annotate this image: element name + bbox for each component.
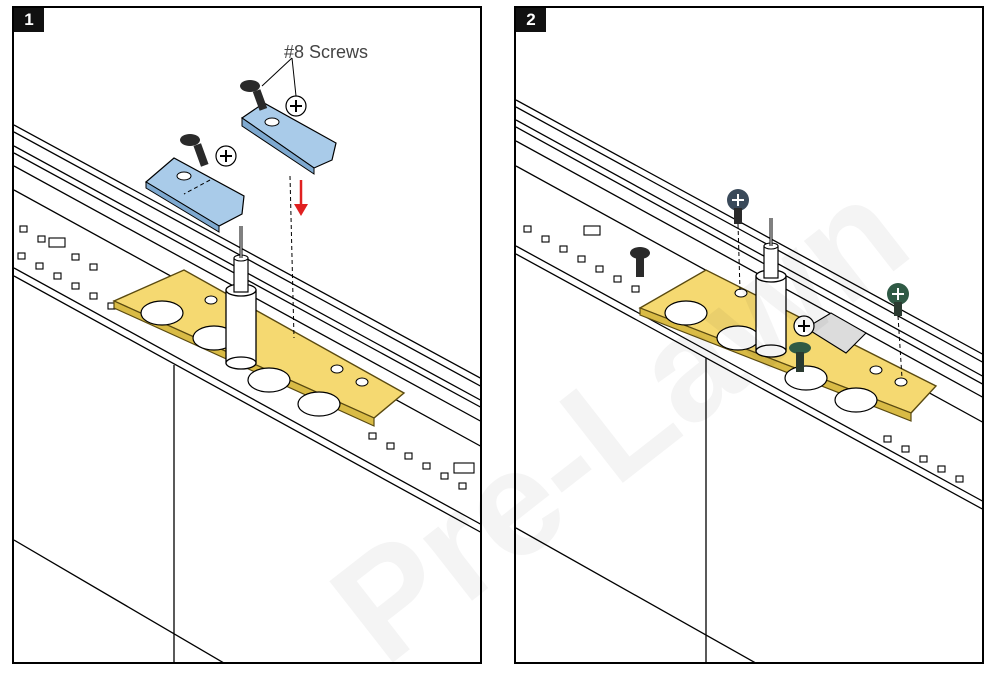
- screw-icon: [789, 342, 811, 372]
- step-2-illustration: [516, 99, 982, 662]
- callout-leaders: [261, 57, 297, 97]
- alignment-guides: [183, 175, 295, 339]
- screw-icon: [887, 283, 909, 316]
- screw-icon: [215, 145, 237, 167]
- step-1-panel: 1 #8 Screws: [12, 6, 482, 664]
- step-1-badge: 1: [14, 8, 44, 32]
- step-2-badge: 2: [516, 8, 546, 32]
- screw-icon: [240, 80, 268, 111]
- track-holes: [17, 225, 475, 490]
- step-2-panel: 2: [514, 6, 984, 664]
- track-rails: [14, 124, 480, 662]
- screw-icon: [630, 247, 650, 277]
- clip-left: [144, 157, 245, 233]
- track-holes: [523, 225, 964, 483]
- down-arrow-icon: [294, 180, 308, 216]
- cable-post: [225, 226, 257, 370]
- mounting-bracket: [638, 269, 938, 422]
- screw-icon: [727, 189, 749, 224]
- screw-icon: [180, 134, 209, 167]
- screws-callout-label: #8 Screws: [284, 42, 369, 62]
- cable-post: [755, 218, 787, 358]
- clip-installed: [793, 312, 867, 354]
- screw-icon: [285, 95, 307, 117]
- alignment-guides: [737, 223, 903, 379]
- step-1-illustration: [14, 57, 480, 662]
